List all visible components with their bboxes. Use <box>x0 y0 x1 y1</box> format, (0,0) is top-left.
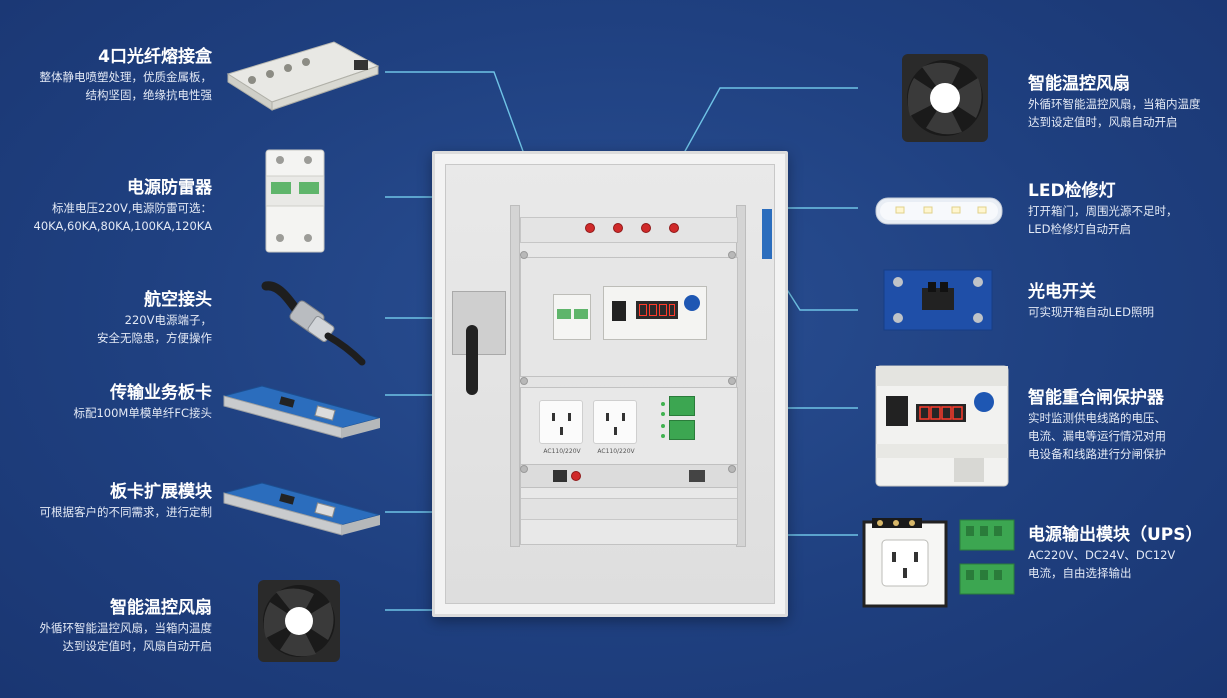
callout-title: 传输业务板卡 <box>110 383 212 403</box>
terminal-block <box>669 396 695 416</box>
status-led <box>661 424 665 428</box>
photoelectric-switch-mount <box>762 209 772 259</box>
callout-power-output-module: 电源输出模块（UPS） AC220V、DC24V、DC12V 电流，自由选择输出 <box>1028 524 1223 582</box>
transmission-card-icon <box>222 385 382 439</box>
callout-desc: 40KA,60KA,80KA,100KA,120KA <box>33 219 212 233</box>
ac-socket <box>593 400 637 444</box>
callout-photoelectric-switch: 光电开关 可实现开箱自动LED照明 <box>1028 281 1223 321</box>
callout-desc: 电流、漏电等运行情况对用 <box>1028 429 1166 443</box>
fuse-red-icon <box>585 223 595 233</box>
fuse-red-icon <box>641 223 651 233</box>
callout-cooling-fan-right: 智能温控风扇 外循环智能温控风扇，当箱内温度 达到设定值时，风扇自动开启 <box>1028 73 1223 131</box>
recloser-protector-icon <box>875 365 1009 487</box>
socket-label: AC110/220V <box>597 448 635 455</box>
callout-recloser-protector: 智能重合闸保护器 实时监测供电线路的电压、 电流、漏电等运行情况对用 电设备和线… <box>1028 387 1223 463</box>
callout-title: 4口光纤熔接盒 <box>98 47 212 67</box>
callout-title: 光电开关 <box>1028 282 1096 302</box>
callout-desc: 电设备和线路进行分闸保护 <box>1028 447 1166 461</box>
callout-title: 板卡扩展模块 <box>110 482 212 502</box>
callout-title: 电源防雷器 <box>127 178 212 198</box>
power-output-module-icon <box>862 518 1015 608</box>
callout-fiber-splice-box: 4口光纤熔接盒 整体静电喷塑处理，优质金属板， 结构坚固，绝缘抗电性强 <box>20 46 213 104</box>
callout-card-expansion: 板卡扩展模块 可根据客户的不同需求，进行定制 <box>12 481 213 521</box>
aviation-connector-icon <box>261 281 366 366</box>
callout-desc: 220V电源端子， <box>124 313 212 327</box>
callout-desc: 标配100M单模单纤FC接头 <box>73 406 212 420</box>
callout-desc: 电流，自由选择输出 <box>1028 566 1132 580</box>
surge-protector-unit <box>553 294 591 340</box>
callout-desc: 标准电压220V,电源防雷可选： <box>52 201 212 215</box>
led-light-icon <box>875 197 1003 225</box>
power-cable <box>466 325 478 395</box>
callout-desc: AC220V、DC24V、DC12V <box>1028 548 1176 562</box>
status-led <box>661 434 665 438</box>
callout-surge-protector: 电源防雷器 标准电压220V,电源防雷可选： 40KA,60KA,80KA,10… <box>18 177 212 235</box>
status-led <box>661 402 665 406</box>
power-output-panel: AC110/220V AC110/220V <box>520 387 738 545</box>
callout-led-light: LED检修灯 打开箱门，周围光源不足时， LED检修灯自动开启 <box>1028 180 1223 238</box>
callout-title: 智能温控风扇 <box>110 598 212 618</box>
callout-desc: LED检修灯自动开启 <box>1028 222 1132 236</box>
cooling-fan-icon <box>258 580 340 662</box>
callout-desc: 结构坚固，绝缘抗电性强 <box>85 88 213 102</box>
status-led <box>661 412 665 416</box>
callout-transmission-card: 传输业务板卡 标配100M单模单纤FC接头 <box>30 382 212 422</box>
callout-desc: 外循环智能温控风扇，当箱内温度 <box>1028 97 1201 111</box>
callout-title: 电源输出模块（UPS） <box>1028 525 1203 545</box>
callout-title: 智能重合闸保护器 <box>1028 388 1164 408</box>
connector-line-fan-right <box>678 87 858 163</box>
callout-desc: 安全无隐患，方便操作 <box>97 331 212 345</box>
callout-desc: 达到设定值时，风扇自动开启 <box>62 639 213 653</box>
aviation-connector-mount <box>452 291 506 355</box>
callout-aviation-connector: 航空接头 220V电源端子， 安全无隐患，方便操作 <box>40 289 212 347</box>
callout-title: 航空接头 <box>144 290 212 310</box>
equipment-cabinet-icon: AC110/220V AC110/220V <box>432 151 788 617</box>
recloser-unit <box>603 286 707 340</box>
status-led <box>571 471 581 481</box>
callout-desc: 打开箱门，周围光源不足时， <box>1028 204 1178 218</box>
callout-desc: 可根据客户的不同需求，进行定制 <box>39 505 213 519</box>
callout-desc: 达到设定值时，风扇自动开启 <box>1028 115 1178 129</box>
terminal-block <box>669 420 695 440</box>
expansion-card-slot <box>521 498 737 520</box>
callout-title: LED检修灯 <box>1028 181 1116 201</box>
fiber-splice-box-icon <box>226 41 380 111</box>
cabinet-interior: AC110/220V AC110/220V <box>445 164 775 604</box>
left-rail <box>510 205 520 547</box>
photoelectric-switch-icon <box>883 269 993 331</box>
callout-cooling-fan-left: 智能温控风扇 外循环智能温控风扇，当箱内温度 达到设定值时，风扇自动开启 <box>12 597 213 655</box>
socket-label: AC110/220V <box>543 448 581 455</box>
callout-desc: 外循环智能温控风扇，当箱内温度 <box>39 621 213 635</box>
transmission-card-slot <box>521 464 737 488</box>
callout-desc: 可实现开箱自动LED照明 <box>1028 305 1155 319</box>
fuse-red-icon <box>613 223 623 233</box>
surge-protector-icon <box>265 149 325 253</box>
surge-and-recloser-panel <box>520 257 738 377</box>
card-expansion-icon <box>222 482 382 536</box>
fuse-red-icon <box>669 223 679 233</box>
fiber-splice-panel <box>520 217 738 243</box>
callout-title: 智能温控风扇 <box>1028 74 1130 94</box>
callout-desc: 整体静电喷塑处理，优质金属板， <box>39 70 213 84</box>
callout-desc: 实时监测供电线路的电压、 <box>1028 411 1166 425</box>
cooling-fan-icon <box>902 54 988 142</box>
ac-socket <box>539 400 583 444</box>
